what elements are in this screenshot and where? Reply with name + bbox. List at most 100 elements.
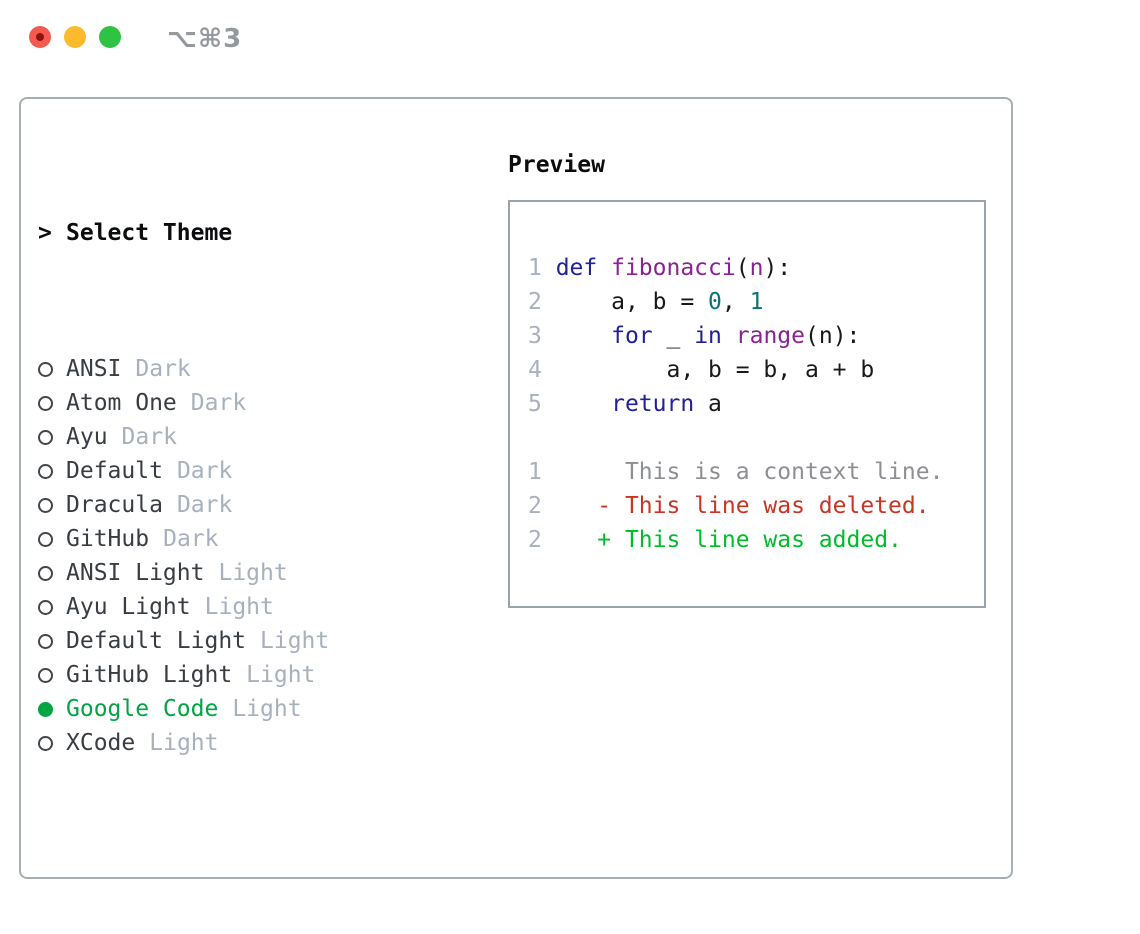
radio-icon — [38, 633, 53, 649]
code-token: + This line was added. — [597, 527, 902, 553]
theme-list: ANSI Dark Atom One Dark Ayu Dark Default… — [38, 352, 488, 760]
option-label: Default Light — [66, 628, 247, 654]
theme-option[interactable]: ANSI Light Light — [38, 556, 488, 590]
code-token: 5 — [528, 391, 556, 417]
radio-icon — [38, 599, 53, 615]
code-token — [542, 527, 597, 553]
theme-option[interactable]: Ayu Dark — [38, 420, 488, 454]
theme-option[interactable]: Google Code Light — [38, 692, 488, 726]
close-button[interactable] — [29, 26, 51, 48]
option-label: Dracula — [66, 492, 163, 518]
option-label: Ayu Light — [66, 594, 191, 620]
radio-icon — [38, 735, 53, 751]
option-label: Default — [66, 458, 163, 484]
preview-title: Preview — [508, 152, 605, 178]
code-line: 3 for _ in range(n): — [528, 319, 943, 353]
code-token: 1 — [528, 459, 542, 485]
window-shortcut-label: ⌥⌘3 — [167, 24, 243, 54]
option-variant-label: Light — [232, 696, 302, 722]
diff-line: 2 - This line was deleted. — [528, 489, 943, 523]
radio-icon — [38, 565, 53, 581]
radio-icon — [38, 361, 53, 377]
code-token: return — [611, 391, 695, 417]
theme-picker-panel: > Select Theme ANSI Dark Atom One Dark A… — [19, 97, 1013, 879]
code-token: ): — [763, 255, 792, 281]
theme-option[interactable]: Default Dark — [38, 454, 488, 488]
code-token: a, b = — [555, 289, 709, 315]
code-token: This is a context line. — [541, 459, 944, 485]
diff-line: 2 + This line was added. — [528, 523, 943, 557]
diff-preview: 1 This is a context line.2 - This line w… — [528, 455, 943, 557]
code-token: a — [694, 391, 722, 417]
option-variant-label: Dark — [176, 458, 233, 484]
theme-option[interactable]: Dracula Dark — [38, 488, 488, 522]
radio-icon — [38, 667, 53, 683]
code-token: ( — [735, 255, 750, 281]
option-variant-label: Dark — [176, 492, 233, 518]
radio-icon — [38, 429, 53, 445]
option-variant-label: Light — [246, 662, 316, 688]
minimize-button[interactable] — [64, 26, 86, 48]
code-line: 1 def fibonacci(n): — [528, 251, 943, 285]
radio-icon — [38, 531, 53, 547]
option-variant-label: Dark — [135, 356, 191, 382]
code-token: 1 — [749, 289, 764, 315]
theme-option[interactable]: XCode Light — [38, 726, 488, 760]
code-token — [556, 323, 611, 349]
theme-option[interactable]: Ayu Light Light — [38, 590, 488, 624]
code-token: _ — [652, 323, 695, 349]
option-label: ANSI Light — [66, 560, 205, 586]
theme-list-column: > Select Theme ANSI Dark Atom One Dark A… — [38, 148, 488, 934]
theme-option[interactable]: GitHub Light Light — [38, 658, 488, 692]
option-variant-label: Light — [149, 730, 219, 756]
code-token: , — [721, 289, 750, 315]
radio-icon — [38, 395, 53, 411]
option-variant-label: Dark — [163, 526, 219, 552]
radio-icon — [38, 497, 53, 513]
radio-icon — [38, 701, 53, 717]
code-token: 4 — [528, 357, 556, 383]
theme-option[interactable]: ANSI Dark — [38, 352, 488, 386]
code-token: n — [749, 255, 764, 281]
code-token: (n): — [805, 323, 861, 349]
option-variant-label: Light — [204, 594, 274, 620]
code-token: def — [555, 255, 612, 281]
code-line: 2 a, b = 0, 1 — [528, 285, 943, 319]
option-variant-label: Light — [218, 560, 288, 586]
option-label: Atom One — [66, 390, 177, 416]
option-label: XCode — [66, 730, 136, 756]
code-token: 2 — [528, 527, 542, 553]
code-token: 2 — [528, 289, 556, 315]
option-variant-label: Dark — [190, 390, 247, 416]
maximize-button[interactable] — [99, 26, 121, 48]
titlebar: ⌥⌘3 — [0, 0, 1140, 70]
option-label: GitHub — [66, 526, 150, 552]
code-token: a, b = b, a + b — [555, 357, 875, 383]
code-token — [542, 493, 597, 519]
option-label: Google Code — [66, 696, 219, 722]
code-token — [722, 323, 736, 349]
code-token: 0 — [708, 289, 722, 315]
code-token: 3 — [528, 323, 556, 349]
code-token: 1 — [528, 255, 556, 281]
theme-option[interactable]: Atom One Dark — [38, 386, 488, 420]
spacer — [38, 862, 488, 896]
close-dot-icon — [36, 33, 44, 41]
theme-option[interactable]: GitHub Dark — [38, 522, 488, 556]
code-token: - This line was deleted. — [597, 493, 930, 519]
code-line: 5 return a — [528, 387, 943, 421]
selection-arrow-icon: > — [38, 220, 52, 246]
option-label: Ayu — [66, 424, 108, 450]
option-label: ANSI — [66, 356, 122, 382]
code-line: 4 a, b = b, a + b — [528, 353, 943, 387]
code-token: for — [611, 323, 653, 349]
theme-option[interactable]: Default Light Light — [38, 624, 488, 658]
radio-icon — [38, 463, 53, 479]
code-token: range — [735, 323, 805, 349]
diff-line: 1 This is a context line. — [528, 455, 943, 489]
code-token: fibonacci — [611, 255, 736, 281]
preview-gap — [528, 421, 943, 455]
